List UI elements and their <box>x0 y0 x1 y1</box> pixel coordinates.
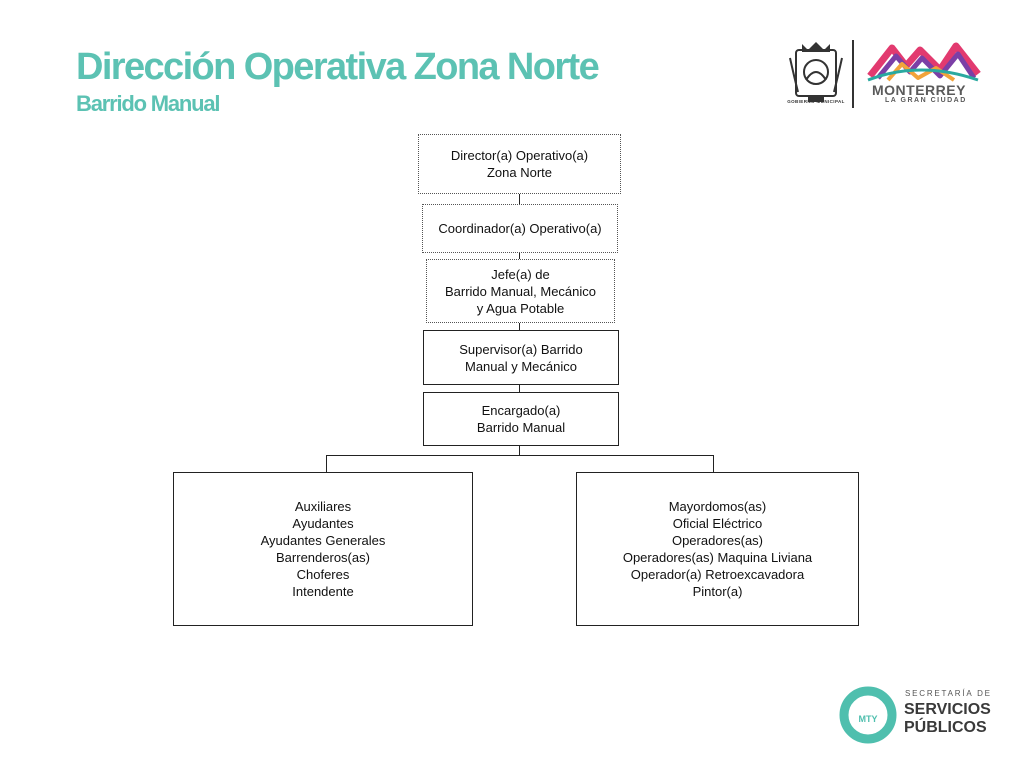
org-box-director-label: Director(a) Operativo(a) Zona Norte <box>450 148 589 180</box>
secretaria-badge: MTY <box>859 714 878 724</box>
logo-divider <box>852 40 854 108</box>
municipal-seal-icon <box>789 42 843 102</box>
org-box-jefe-label: Jefe(a) de Barrido Manual, Mecánico y Ag… <box>444 266 597 316</box>
monterrey-name: MONTERREY <box>872 82 966 98</box>
org-box-supervisor-label: Supervisor(a) Barrido Manual y Mecánico <box>459 341 583 374</box>
org-box-encargado-label: Encargado(a) Barrido Manual <box>476 403 566 435</box>
secretaria-name-line1: SERVICIOS <box>904 701 991 718</box>
monterrey-tagline: LA GRAN CIUDAD <box>885 97 967 104</box>
monterrey-logo-icon <box>867 42 981 82</box>
org-box-supervisor: Supervisor(a) Barrido Manual y Mecánico <box>423 330 619 385</box>
connector-jefe-supervisor <box>519 323 520 330</box>
servicios-publicos-logo-icon: MTY <box>839 686 897 744</box>
org-box-right-group: Mayordomos(as) Oficial Eléctrico Operado… <box>576 472 859 626</box>
page-title: Dirección Operativa Zona Norte <box>76 46 600 88</box>
connector-supervisor-encargado <box>519 385 520 392</box>
org-box-left-group: Auxiliares Ayudantes Ayudantes Generales… <box>173 472 473 626</box>
org-box-left-group-label: Auxiliares Ayudantes Ayudantes Generales… <box>260 499 386 599</box>
connector-right-drop <box>713 455 714 472</box>
connector-left-drop <box>326 455 327 472</box>
org-box-jefe: Jefe(a) de Barrido Manual, Mecánico y Ag… <box>426 259 615 323</box>
org-box-right-group-label: Mayordomos(as) Oficial Eléctrico Operado… <box>622 499 813 599</box>
secretaria-name: SERVICIOS PÚBLICOS <box>904 701 991 737</box>
connector-director-coordinador <box>519 194 520 204</box>
connector-horizontal <box>326 455 714 456</box>
seal-caption: GOBIERNO MUNICIPAL <box>787 99 845 104</box>
secretaria-label: SECRETARÍA DE <box>905 689 992 698</box>
secretaria-name-line2: PÚBLICOS <box>904 719 987 736</box>
connector-coordinador-jefe <box>519 253 520 259</box>
connector-encargado-down <box>519 446 520 456</box>
org-box-coordinador: Coordinador(a) Operativo(a) <box>422 204 618 253</box>
org-box-director: Director(a) Operativo(a) Zona Norte <box>418 134 621 194</box>
org-box-coordinador-label: Coordinador(a) Operativo(a) <box>438 221 602 236</box>
org-box-encargado: Encargado(a) Barrido Manual <box>423 392 619 446</box>
page-subtitle: Barrido Manual <box>76 91 221 116</box>
